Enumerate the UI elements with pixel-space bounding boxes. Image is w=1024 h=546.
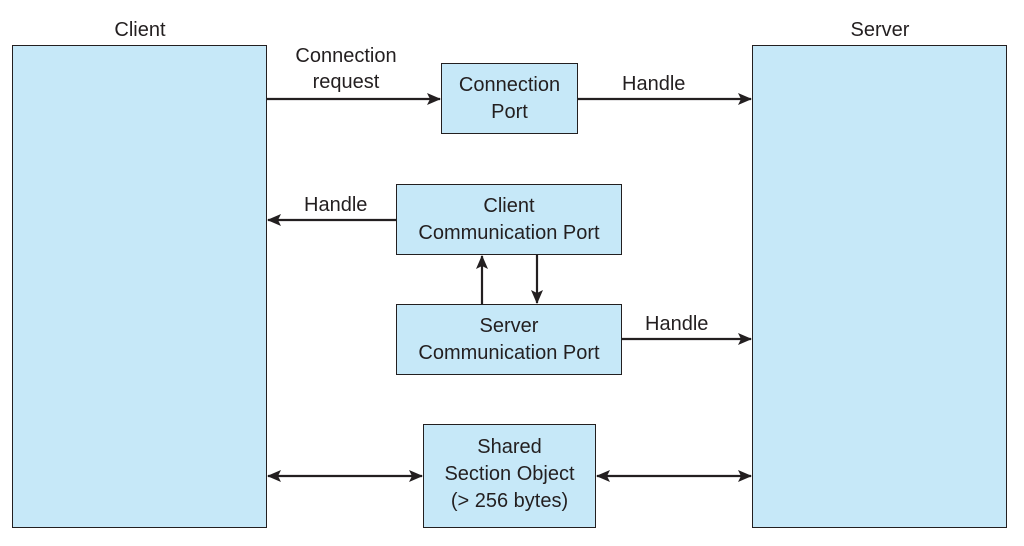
client-communication-port-line1: Client: [483, 195, 535, 217]
server-communication-port-line2: Communication Port: [418, 342, 600, 364]
server-title: Server: [850, 19, 910, 41]
client-communication-port-line2: Communication Port: [418, 222, 600, 244]
shared-section-object-line3: (> 256 bytes): [450, 490, 569, 512]
client-communication-port-box: [396, 184, 622, 255]
connection-port-line2: Port: [491, 101, 528, 123]
shared-section-object-line1: Shared: [477, 436, 542, 458]
server-communication-port-label: Server Communication Port: [396, 313, 622, 367]
server-panel: [752, 45, 1007, 528]
server-communication-port-box: [396, 304, 622, 375]
connection-port-label: Connection Port: [441, 72, 578, 126]
connection-request-label-line2: request: [312, 71, 380, 93]
client-communication-port-label: Client Communication Port: [396, 193, 622, 247]
connection-port-line1: Connection: [458, 74, 561, 96]
connection-request-label-line1: Connection: [295, 45, 397, 67]
handle-label-server-comm-port: Handle: [645, 313, 709, 335]
handle-label-connection-port: Handle: [622, 73, 686, 95]
client-title: Client: [114, 19, 166, 41]
server-communication-port-line1: Server: [479, 315, 539, 337]
handle-label-client-comm-port: Handle: [304, 194, 368, 216]
shared-section-object-box: [423, 424, 596, 528]
connection-port-box: [441, 63, 578, 134]
client-panel: [12, 45, 267, 528]
shared-section-object-label: Shared Section Object (> 256 bytes): [423, 434, 596, 515]
shared-section-object-line2: Section Object: [444, 463, 575, 485]
